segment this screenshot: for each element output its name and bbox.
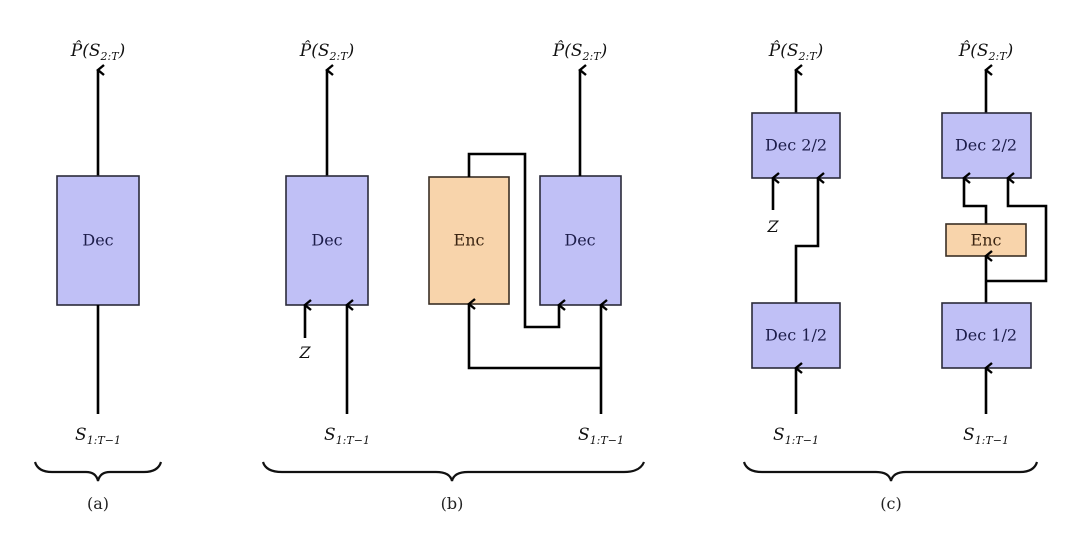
latent-label-b1: Z <box>298 343 311 362</box>
output-label-c1: P̂(S2:T) <box>768 41 823 63</box>
decoder-bottom-label-c1: Dec 1/2 <box>765 326 827 345</box>
input-label-b1: S1:T−1 <box>324 425 370 447</box>
svg-text:P̂(S2:T): P̂(S2:T) <box>70 41 125 63</box>
input-label-a: S1:T−1 <box>75 425 121 447</box>
output-label-b2: P̂(S2:T) <box>552 41 607 63</box>
panel-c: P̂(S2:T) Dec 2/2 Z Dec 1/2 S1:T−1 P̂(S2:… <box>742 41 1048 513</box>
caption-b: (b) <box>441 494 464 513</box>
decoder-label-a: Dec <box>82 231 113 250</box>
decoder-block-b1 <box>285 175 369 306</box>
decoder-top-block-c2 <box>941 112 1032 179</box>
input-to-encoder-wire-b <box>467 298 601 370</box>
decoder-bottom-block-c1 <box>751 302 841 369</box>
input-label-b2: S1:T−1 <box>578 425 624 447</box>
output-label-c2: P̂(S2:T) <box>958 41 1013 63</box>
output-label-b1: P̂(S2:T) <box>299 41 354 63</box>
encoder-to-decoder-wire-b <box>467 152 566 329</box>
decoder-bottom-block-c2 <box>941 302 1032 369</box>
decoder-label-b2: Dec <box>564 231 595 250</box>
brace-b <box>261 461 646 482</box>
encoder-label-b: Enc <box>454 231 485 250</box>
input-label-c2: S1:T−1 <box>963 425 1009 447</box>
decoder-top-label-c1: Dec 2/2 <box>765 136 827 155</box>
stage-link-wire-c1 <box>794 172 825 303</box>
decoder-label-b1: Dec <box>311 231 342 250</box>
panel-b: P̂(S2:T) Dec Z S1:T−1 Enc Dec P̂(S2:T) S… <box>261 41 646 513</box>
input-label-c1: S1:T−1 <box>773 425 819 447</box>
encoder-to-decoder-wire-c2 <box>962 172 988 224</box>
caption-a: (a) <box>87 494 109 513</box>
latent-label-c1: Z <box>766 217 779 236</box>
brace-a <box>33 461 163 482</box>
skip-wire-c2 <box>986 172 1048 283</box>
brace-c <box>742 461 1039 482</box>
decoder-bottom-label-c2: Dec 1/2 <box>955 326 1017 345</box>
panel-a: P̂(S2:T) Dec S1:T−1 (a) <box>33 41 163 513</box>
decoder-top-label-c2: Dec 2/2 <box>955 136 1017 155</box>
caption-c: (c) <box>880 494 901 513</box>
encoder-label-c2: Enc <box>971 231 1002 250</box>
output-label-a: P̂(S2:T) <box>70 41 125 63</box>
decoder-top-block-c1 <box>751 112 841 179</box>
